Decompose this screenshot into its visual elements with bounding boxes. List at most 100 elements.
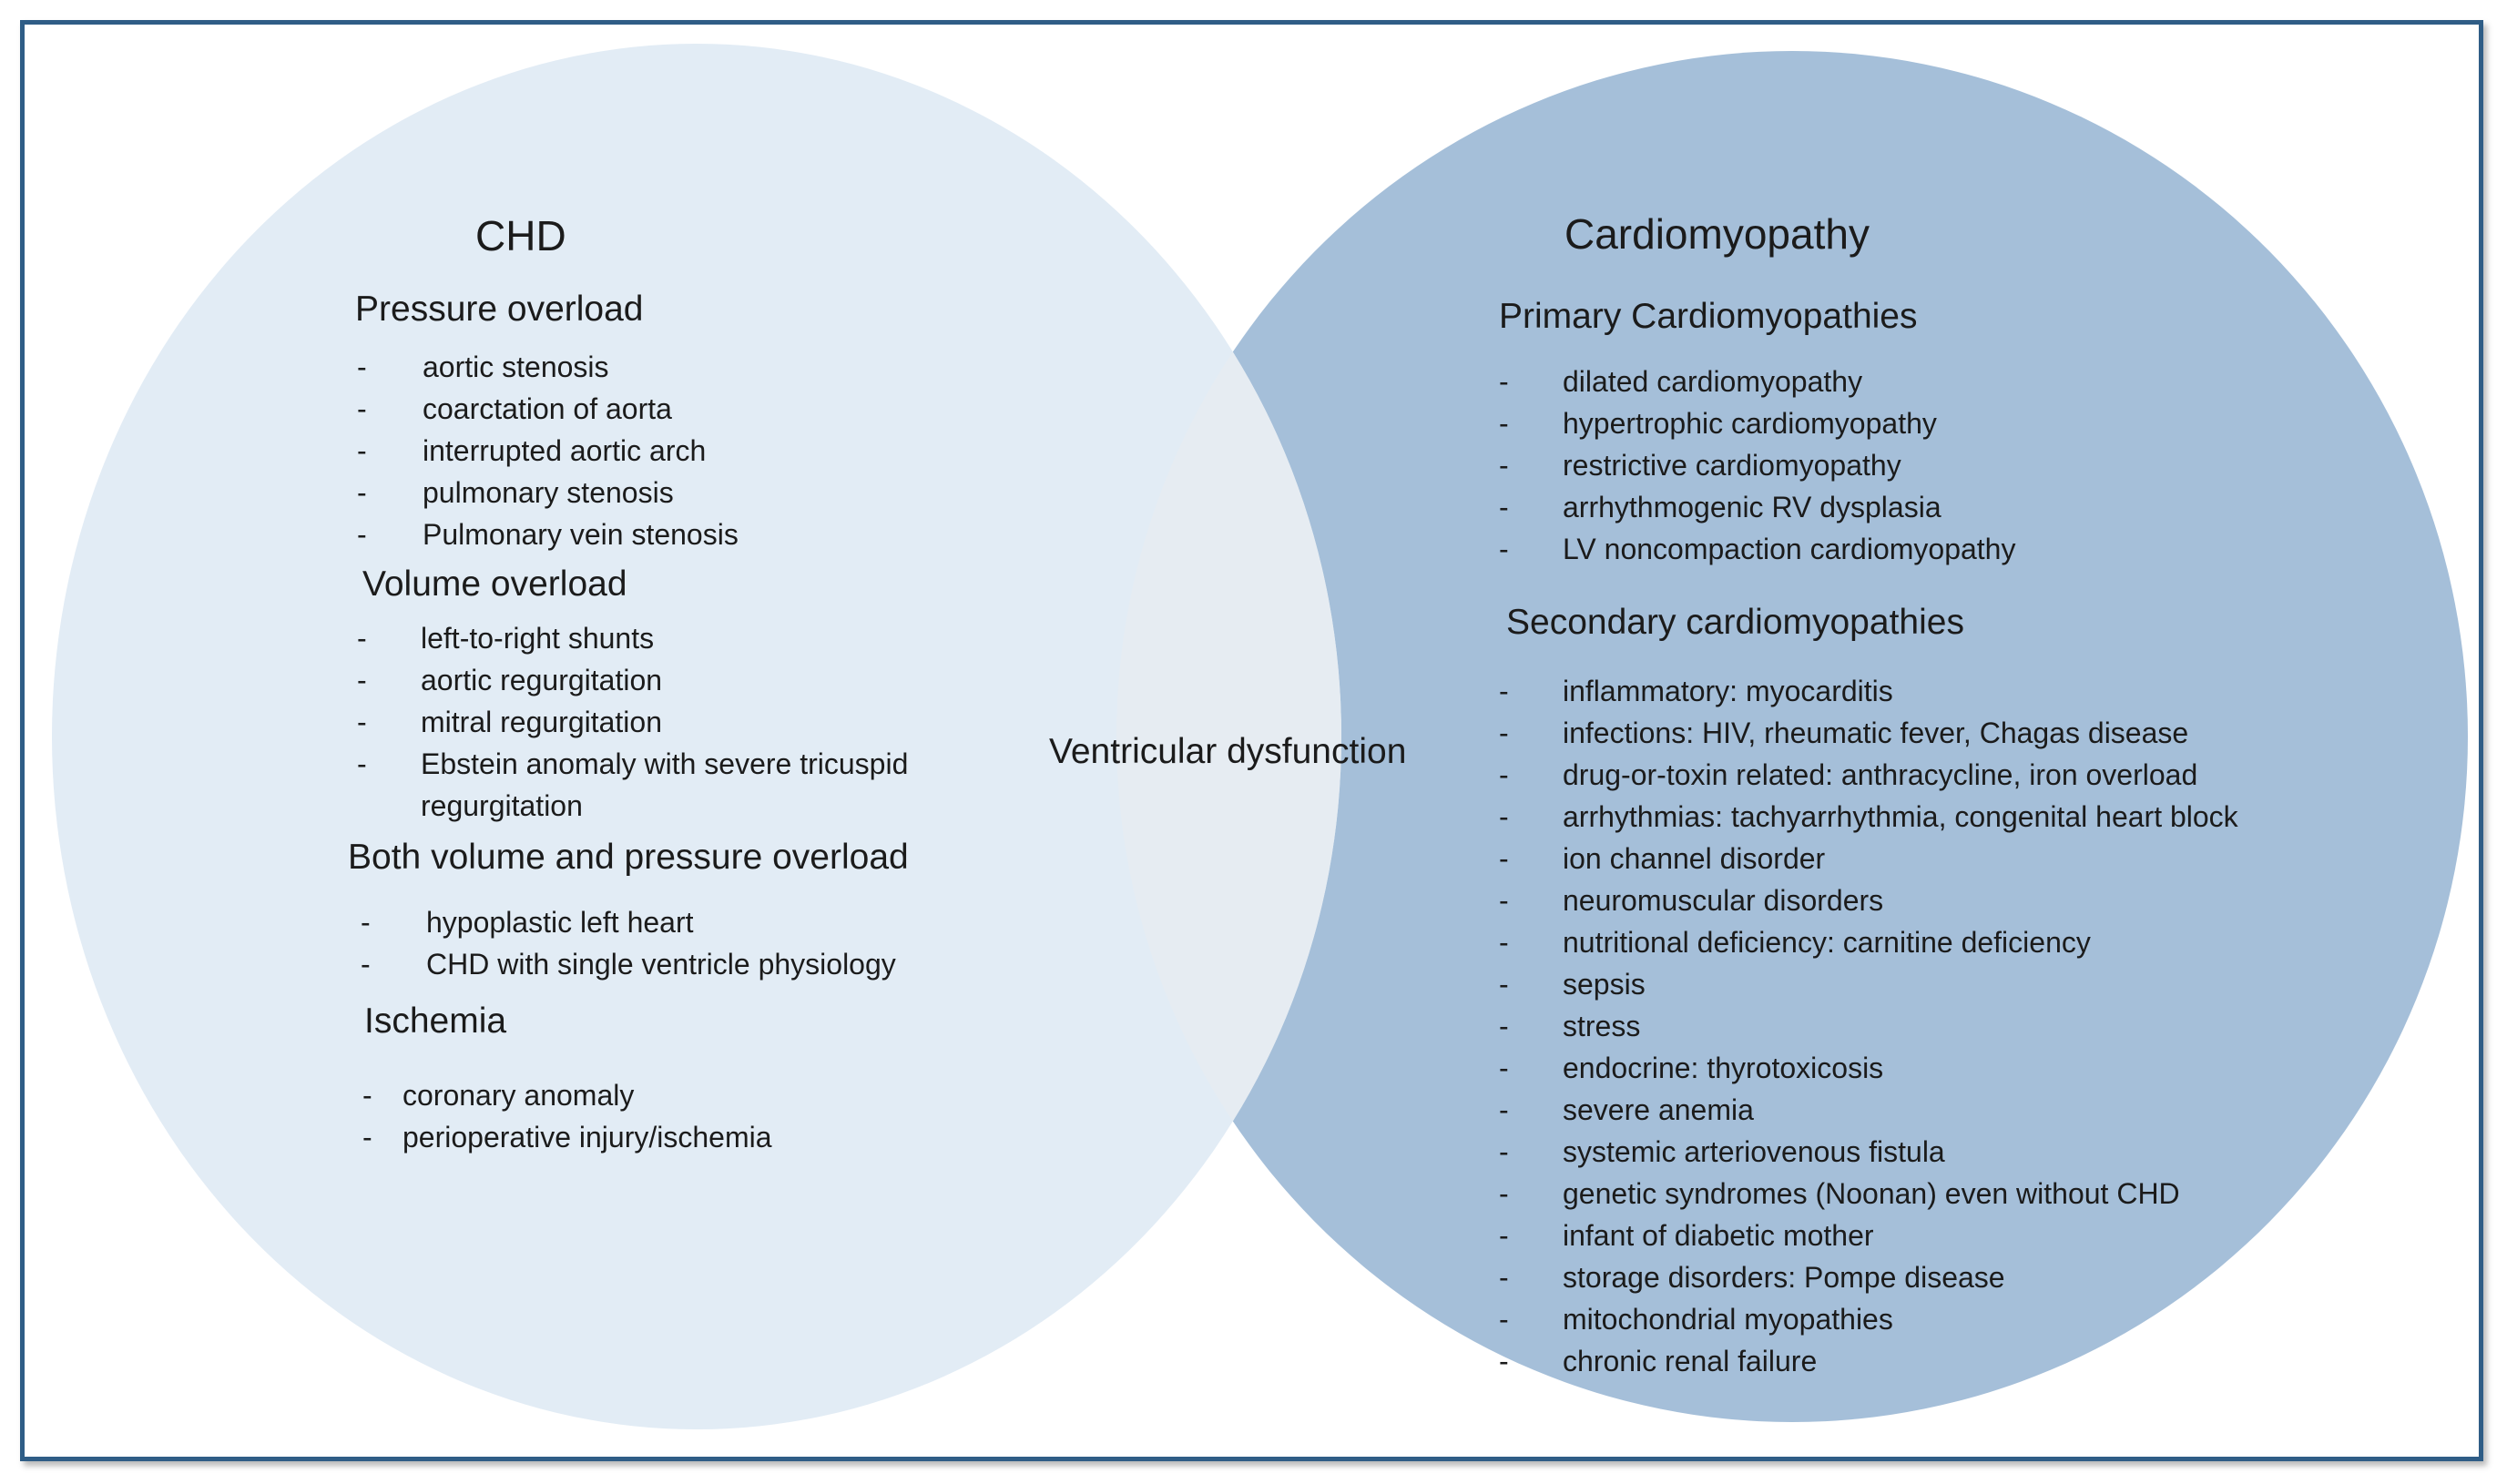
primary-cardiomyopathies-heading: Primary Cardiomyopathies	[1499, 297, 1918, 336]
list-item-text: LV noncompaction cardiomyopathy	[1563, 533, 2016, 565]
chd-circle	[52, 44, 1341, 1429]
list-item-text: endocrine: thyrotoxicosis	[1563, 1052, 1884, 1084]
bullet-dash: -	[362, 1079, 372, 1112]
list-item-text: drug-or-toxin related: anthracycline, ir…	[1563, 758, 2198, 791]
list-item: - ion channel disorder	[1499, 838, 2238, 879]
list-item-text: storage disorders: Pompe disease	[1563, 1261, 2005, 1294]
ischemia-heading: Ischemia	[364, 1001, 507, 1041]
bullet-dash: -	[1499, 365, 1509, 398]
list-item-text: left-to-right shunts	[421, 622, 655, 655]
pressure-overload-list: - aortic stenosis - coarctation of aorta -…	[357, 346, 739, 555]
bullet-dash: -	[361, 906, 371, 939]
volume-overload-list: - left-to-right shunts - aortic regurgitat…	[357, 617, 908, 827]
list-item-continuation: regurgitation	[357, 785, 908, 827]
list-item-text: pulmonary stenosis	[423, 476, 674, 509]
list-item: -arrhythmogenic RV dysplasia	[1499, 486, 2015, 528]
list-item-text: inflammatory: myocarditis	[1563, 675, 1893, 707]
list-item-text: CHD with single ventricle physiology	[426, 948, 896, 981]
list-item-text: infections: HIV, rheumatic fever, Chagas…	[1563, 717, 2189, 749]
list-item: -pulmonary stenosis	[357, 472, 739, 513]
list-item-text: coronary anomaly	[403, 1079, 635, 1112]
bullet-dash: -	[1499, 533, 1509, 565]
list-item: -nutritional deficiency: carnitine defic…	[1499, 921, 2238, 963]
list-item: -systemic arteriovenous fistula	[1499, 1131, 2238, 1173]
list-item: - dilated cardiomyopathy	[1499, 361, 2015, 402]
list-item: -drug-or-toxin related: anthracycline, i…	[1499, 754, 2238, 796]
bullet-dash: -	[1499, 1093, 1509, 1126]
volume-overload-heading: Volume overload	[362, 564, 627, 604]
list-item-text: hypoplastic left heart	[426, 906, 694, 939]
list-item-text: systemic arteriovenous fistula	[1563, 1135, 1945, 1168]
bullet-dash: -	[1499, 1177, 1509, 1210]
list-item: -interrupted aortic arch	[357, 430, 739, 472]
bullet-dash: -	[1499, 1303, 1509, 1336]
list-item: - CHD with single ventricle physiology	[361, 943, 896, 985]
list-item: - aortic stenosis	[357, 346, 739, 388]
list-item-text: aortic regurgitation	[421, 664, 663, 696]
primary-cardiomyopathies-list: - dilated cardiomyopathy - hypertrophic ca…	[1499, 361, 2015, 570]
list-item-text: dilated cardiomyopathy	[1563, 365, 1863, 398]
list-item: -perioperative injury/ischemia	[362, 1116, 772, 1158]
bullet-dash: -	[361, 948, 371, 981]
bullet-dash: -	[1499, 675, 1509, 707]
list-item: -arrhythmias: tachyarrhythmia, congenita…	[1499, 796, 2238, 838]
list-item-text: severe anemia	[1563, 1093, 1754, 1126]
list-item-text: stress	[1563, 1010, 1641, 1042]
list-item: - severe anemia	[1499, 1089, 2238, 1131]
list-item: - restrictive cardiomyopathy	[1499, 444, 2015, 486]
list-item-text: Ebstein anomaly with severe tricuspid	[421, 747, 909, 780]
list-item: -infant of diabetic mother	[1499, 1215, 2238, 1256]
list-item-text: perioperative injury/ischemia	[403, 1121, 772, 1154]
bullet-dash: -	[1499, 407, 1509, 440]
list-item: - hypertrophic cardiomyopathy	[1499, 402, 2015, 444]
list-item: -endocrine: thyrotoxicosis	[1499, 1047, 2238, 1089]
list-item: -genetic syndromes (Noonan) even without…	[1499, 1173, 2238, 1215]
bullet-dash: -	[1499, 800, 1509, 833]
ventricular-dysfunction-label: Ventricular dysfunction	[1049, 732, 1407, 771]
list-item: - chronic renal failure	[1499, 1340, 2238, 1382]
list-item: - stress	[1499, 1005, 2238, 1047]
list-item-text: restrictive cardiomyopathy	[1563, 449, 1901, 482]
secondary-cardiomyopathies-heading: Secondary cardiomyopathies	[1506, 603, 1964, 642]
bullet-spacer	[357, 785, 421, 827]
list-item: - sepsis	[1499, 963, 2238, 1005]
cardiomyopathy-title: Cardiomyopathy	[1564, 210, 1870, 258]
bullet-dash: -	[1499, 491, 1509, 523]
list-item-text: hypertrophic cardiomyopathy	[1563, 407, 1937, 440]
list-item: - left-to-right shunts	[357, 617, 908, 659]
both-overload-heading: Both volume and pressure overload	[348, 838, 909, 877]
list-item-text: neuromuscular disorders	[1563, 884, 1884, 917]
bullet-dash: -	[357, 392, 367, 425]
list-item: -Ebstein anomaly with severe tricuspid	[357, 743, 908, 785]
bullet-dash: -	[1499, 884, 1509, 917]
ischemia-list: -coronary anomaly -perioperative injury/…	[362, 1074, 772, 1158]
list-item-text: sepsis	[1563, 968, 1646, 1001]
pressure-overload-heading: Pressure overload	[355, 290, 644, 329]
list-item: - LV noncompaction cardiomyopathy	[1499, 528, 2015, 570]
bullet-dash: -	[357, 622, 367, 655]
bullet-dash: -	[1499, 1010, 1509, 1042]
list-item-text: mitochondrial myopathies	[1563, 1303, 1893, 1336]
list-item: -Pulmonary vein stenosis	[357, 513, 739, 555]
list-item-text: mitral regurgitation	[421, 706, 662, 738]
list-item: -mitral regurgitation	[357, 701, 908, 743]
bullet-dash: -	[357, 351, 367, 383]
list-item-text: coarctation of aorta	[423, 392, 672, 425]
bullet-dash: -	[1499, 449, 1509, 482]
list-item-text: interrupted aortic arch	[423, 434, 707, 467]
both-overload-list: - hypoplastic left heart - CHD with single…	[361, 901, 896, 985]
list-item-text: ion channel disorder	[1563, 842, 1826, 875]
chd-title: CHD	[475, 212, 566, 259]
bullet-dash: -	[1499, 968, 1509, 1001]
list-item-text: aortic stenosis	[423, 351, 609, 383]
bullet-dash: -	[357, 518, 367, 551]
list-item: -storage disorders: Pompe disease	[1499, 1256, 2238, 1298]
list-item: -infections: HIV, rheumatic fever, Chaga…	[1499, 712, 2238, 754]
list-item: -coronary anomaly	[362, 1074, 772, 1116]
secondary-cardiomyopathies-list: -inflammatory: myocarditis -infections: …	[1499, 670, 2238, 1382]
bullet-dash: -	[1499, 1345, 1509, 1377]
bullet-dash: -	[1499, 842, 1509, 875]
list-item-text: chronic renal failure	[1563, 1345, 1818, 1377]
